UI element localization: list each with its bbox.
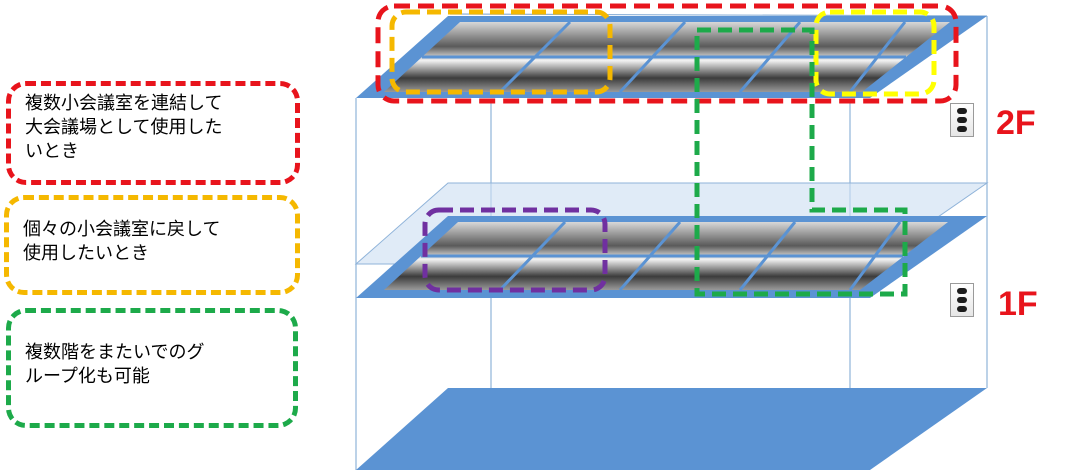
legend-orange: 個々の小会議室に戻して 使用したいとき (4, 195, 300, 295)
group-outline-yellow (813, 9, 937, 97)
legend-green-text: 複数階をまたいでのグ ループ化も可能 (25, 342, 205, 387)
legend-red: 複数小会議室を連結して 大会議場として使用した いとき (6, 81, 300, 185)
group-outline-purple (422, 207, 608, 293)
ground-slab (356, 388, 987, 470)
group-outline-orange (389, 9, 613, 95)
group-outline-red (375, 3, 959, 104)
group-outline-green (694, 27, 908, 297)
control-panel-icon-2f (950, 103, 974, 137)
floor-label-1f: 1F (998, 285, 1038, 323)
control-panel-icon-1f (950, 283, 974, 317)
floor-label-2f: 2F (996, 104, 1036, 142)
floor-2f-slab (356, 16, 987, 98)
legend-green: 複数階をまたいでのグ ループ化も可能 (6, 308, 298, 428)
floor-1f-slab (356, 216, 987, 298)
legend-red-text: 複数小会議室を連結して 大会議場として使用した いとき (25, 93, 223, 162)
legend-orange-text: 個々の小会議室に戻して 使用したいとき (23, 219, 221, 264)
